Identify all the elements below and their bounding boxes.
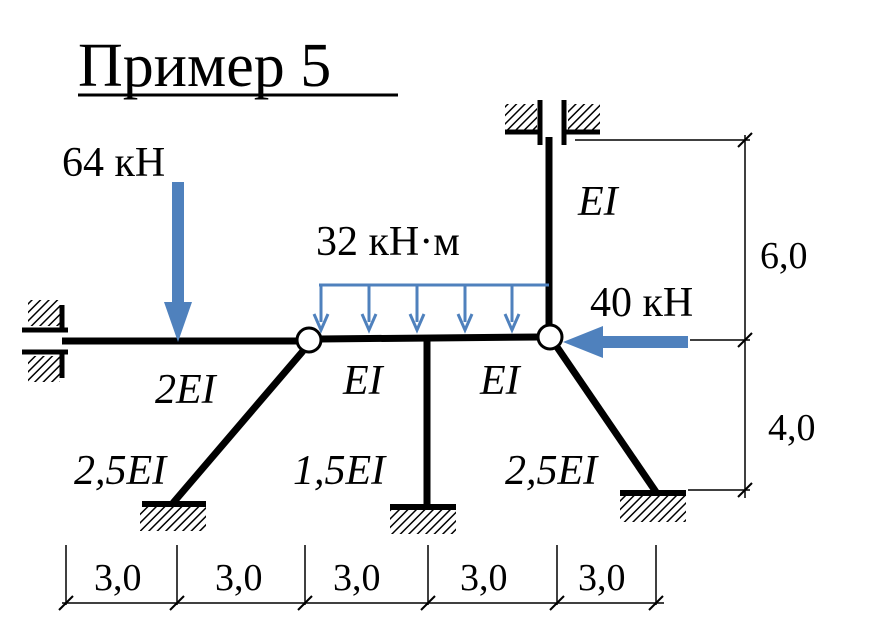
center-fixed-support: [390, 504, 456, 534]
point-load-right-arrow: [563, 326, 688, 358]
dim-v-lower: 4,0: [768, 407, 816, 449]
distributed-load-arrow: [503, 285, 521, 334]
strut-left: [170, 348, 306, 506]
vertical-dimension: [575, 132, 753, 498]
stiffness-mid-beam: EI: [342, 358, 385, 404]
stiffness-top-column: EI: [577, 179, 620, 225]
point-load-left-label: 64 кН: [62, 140, 165, 186]
horizontal-dimension: [58, 545, 664, 611]
dim-h-3: 3,0: [333, 557, 381, 599]
beam-middle: [318, 333, 541, 343]
dim-h-5: 3,0: [578, 557, 626, 599]
point-load-right-label: 40 кН: [590, 280, 693, 326]
right-fixed-support: [620, 490, 686, 522]
distributed-load: [312, 283, 549, 334]
dim-v-upper: 6,0: [760, 235, 808, 277]
point-load-left-arrow: [164, 182, 192, 342]
stiffness-right-strut: 2,5EI: [505, 448, 599, 494]
stiffness-center-column: 1,5EI: [293, 448, 387, 494]
top-slider-support: [505, 100, 600, 145]
left-fixed-support: [140, 501, 206, 531]
hinge-right: [536, 323, 564, 351]
dim-h-2: 3,0: [215, 557, 263, 599]
dim-h-1: 3,0: [94, 557, 142, 599]
strut-right: [554, 345, 659, 494]
stiffness-right-beam: EI: [479, 358, 522, 404]
distributed-load-arrow: [360, 285, 378, 334]
distributed-load-arrow: [408, 285, 426, 334]
dim-h-4: 3,0: [460, 557, 508, 599]
hinge-left: [295, 326, 323, 354]
distributed-load-arrow: [456, 285, 474, 334]
left-slider-support: [22, 300, 68, 382]
stiffness-left-strut: 2,5EI: [74, 448, 168, 494]
stiffness-left-beam: 2EI: [155, 367, 218, 413]
distributed-load-label: 32 кН·м: [316, 219, 460, 265]
page-title: Пример 5: [78, 32, 331, 100]
distributed-load-arrow: [312, 285, 330, 334]
